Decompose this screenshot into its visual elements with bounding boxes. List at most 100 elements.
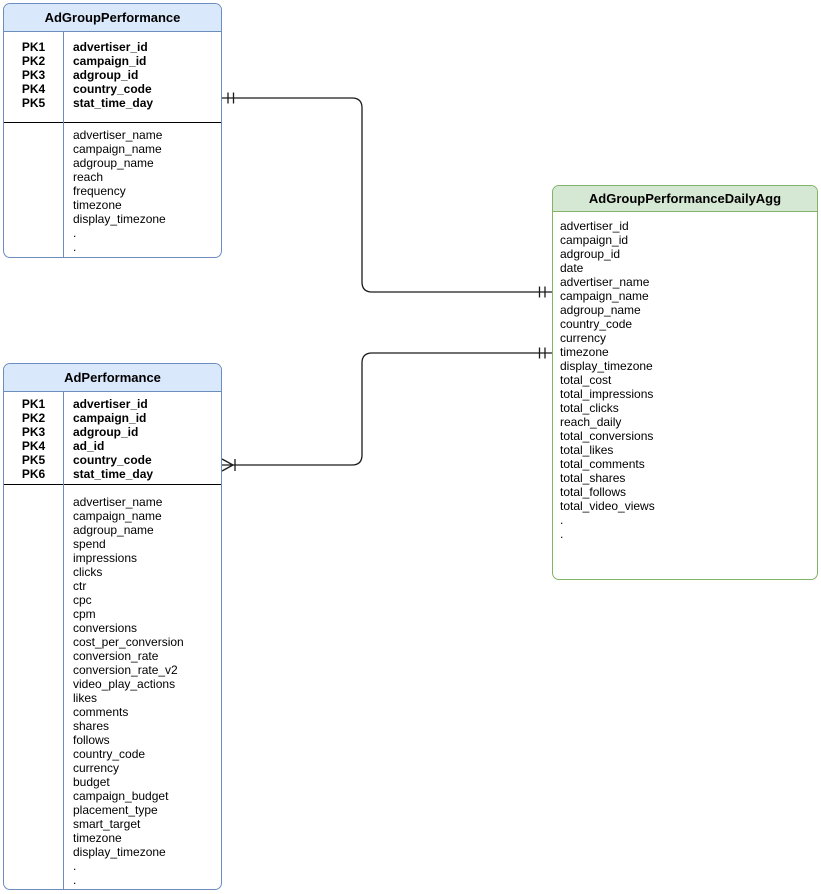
cardinality-one-and-only-one-marker	[227, 92, 235, 104]
pk-field-name: ad_id	[73, 439, 105, 453]
pk-key-label: PK5	[21, 96, 46, 110]
table-body: PK1 advertiser_id PK2 campaign_id PK3 ad…	[4, 32, 221, 257]
field-name: reach	[73, 170, 104, 184]
field-name: reach_daily	[560, 415, 622, 429]
connector-edge	[222, 97, 552, 293]
table-adgroupperformance[interactable]: AdGroupPerformance PK1 advertiser_id PK2…	[3, 3, 222, 258]
field-section: advertiser_name campaign_name adgroup_na…	[4, 485, 221, 889]
table-title: AdGroupPerformanceDailyAgg	[553, 186, 817, 212]
field-name: total_shares	[560, 471, 626, 485]
field-name: adgroup_name	[73, 156, 154, 170]
field-name: total_video_views	[560, 499, 655, 513]
field-name: .	[560, 527, 564, 541]
pk-row: PK6 stat_time_day	[4, 467, 221, 481]
pk-row: PK5 stat_time_day	[4, 96, 221, 110]
column-divider	[63, 392, 64, 889]
pk-row: PK2 campaign_id	[4, 54, 221, 68]
field-name: conversion_rate	[73, 649, 159, 663]
column-divider	[63, 32, 64, 257]
field-name: cpc	[73, 593, 92, 607]
field-name: frequency	[73, 184, 126, 198]
pk-key-label: PK1	[21, 40, 46, 54]
field-name: timezone	[73, 831, 122, 845]
pk-row: PK4 ad_id	[4, 439, 221, 453]
field-name: ctr	[73, 579, 87, 593]
field-name: total_impressions	[560, 387, 654, 401]
pk-key-label: PK6	[21, 467, 46, 481]
field-name: total_likes	[560, 443, 614, 457]
pk-key-label: PK4	[21, 439, 46, 453]
field-name: total_cost	[560, 373, 612, 387]
field-name: likes	[73, 691, 98, 705]
connector-adperformance-to-dailyagg[interactable]	[221, 347, 552, 472]
table-title: AdGroupPerformance	[4, 4, 221, 32]
field-name: smart_target	[73, 817, 141, 831]
pk-field-name: campaign_id	[73, 54, 147, 68]
cardinality-one-and-only-one-marker	[538, 347, 546, 359]
pk-field-name: adgroup_id	[73, 68, 139, 82]
field-name: .	[73, 859, 77, 873]
connector-edge	[222, 352, 552, 466]
field-name: budget	[73, 775, 110, 789]
pk-field-name: country_code	[73, 82, 152, 96]
field-name: total_conversions	[560, 429, 654, 443]
field-name: .	[73, 873, 77, 887]
field-name: conversion_rate_v2	[73, 663, 178, 677]
pk-field-name: advertiser_id	[73, 397, 148, 411]
pk-key-label: PK4	[21, 82, 46, 96]
pk-row: PK4 country_code	[4, 82, 221, 96]
field-name: .	[73, 240, 77, 254]
field-name: spend	[73, 537, 106, 551]
field-name: display_timezone	[73, 212, 166, 226]
field-name: advertiser_name	[73, 128, 163, 142]
primary-key-section: PK1 advertiser_id PK2 campaign_id PK3 ad…	[4, 32, 221, 122]
field-name: display_timezone	[560, 359, 653, 373]
connector-adgroupperformance-to-dailyagg[interactable]	[222, 92, 552, 298]
field-name: advertiser_id	[560, 219, 629, 233]
field-name: country_code	[560, 317, 633, 331]
field-name: follows	[73, 733, 110, 747]
section-divider	[4, 122, 221, 123]
pk-row: PK1 advertiser_id	[4, 40, 221, 54]
field-name: total_comments	[560, 457, 645, 471]
pk-field-name: stat_time_day	[73, 467, 154, 481]
field-name: comments	[73, 705, 129, 719]
field-name: adgroup_id	[560, 247, 621, 261]
pk-field-name: advertiser_id	[73, 40, 148, 54]
field-name: placement_type	[73, 803, 158, 817]
pk-field-name: adgroup_id	[73, 425, 139, 439]
pk-row: PK1 advertiser_id	[4, 397, 221, 411]
table-adperformance[interactable]: AdPerformance PK1 advertiser_id PK2 camp…	[3, 363, 222, 890]
field-name: timezone	[73, 198, 122, 212]
pk-key-label: PK3	[21, 68, 46, 82]
field-name: conversions	[73, 621, 138, 635]
table-adgroupperformancedailyagg[interactable]: AdGroupPerformanceDailyAgg advertiser_id…	[552, 185, 818, 580]
field-name: total_follows	[560, 485, 627, 499]
section-divider	[4, 484, 221, 485]
field-name: campaign_id	[560, 233, 629, 247]
field-name: shares	[73, 719, 110, 733]
pk-key-label: PK5	[21, 453, 46, 467]
primary-key-section: PK1 advertiser_id PK2 campaign_id PK3 ad…	[4, 392, 221, 484]
pk-row: PK5 country_code	[4, 453, 221, 467]
table-body: PK1 advertiser_id PK2 campaign_id PK3 ad…	[4, 392, 221, 889]
pk-field-name: country_code	[73, 453, 152, 467]
field-section: advertiser_name campaign_name adgroup_na…	[4, 123, 221, 257]
pk-key-label: PK2	[21, 54, 46, 68]
pk-key-label: PK3	[21, 425, 46, 439]
field-name: campaign_budget	[73, 789, 169, 803]
pk-key-label: PK2	[21, 411, 46, 425]
cardinality-many-marker	[221, 458, 236, 472]
table-body: advertiser_id campaign_id adgroup_id dat…	[553, 212, 817, 544]
field-name: display_timezone	[73, 845, 166, 859]
field-name: .	[73, 226, 77, 240]
field-name: .	[560, 513, 564, 527]
field-name: impressions	[73, 551, 138, 565]
field-name: advertiser_name	[560, 275, 650, 289]
field-name: campaign_name	[73, 142, 162, 156]
field-name: campaign_name	[73, 509, 162, 523]
field-name: timezone	[560, 345, 609, 359]
pk-row: PK3 adgroup_id	[4, 68, 221, 82]
